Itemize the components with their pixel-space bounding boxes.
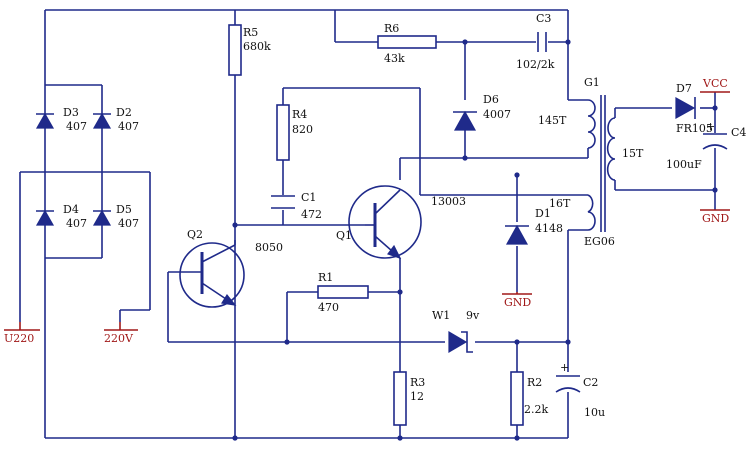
q1-value: 13003	[431, 195, 466, 208]
c1-ref: C1	[301, 191, 316, 204]
d6-ref: D6	[483, 93, 499, 106]
r3-value: 12	[410, 390, 424, 403]
q1-ref: Q1	[336, 229, 352, 242]
diode-d4: D4 407	[35, 203, 87, 230]
transistor-q1: Q1 13003	[336, 185, 466, 260]
feedback-turns: 16T	[549, 197, 571, 210]
diode-d5: D5 407	[92, 203, 139, 230]
d5-ref: D5	[116, 203, 132, 216]
gnd-d1: GND	[502, 292, 532, 309]
diode-d6: D6 4007	[453, 93, 511, 131]
w1-value: 9v	[466, 309, 480, 322]
port-gnd-out-label: GND	[702, 212, 729, 225]
resistor-r1: R1 470	[317, 271, 369, 314]
diode-d3: D3 407	[35, 106, 87, 133]
r2-value: 2.2k	[524, 403, 548, 416]
port-220v: 220V	[104, 322, 138, 345]
r6-value: 43k	[384, 52, 405, 65]
d1-ref: D1	[535, 207, 551, 220]
resistor-r4: R4 820	[276, 104, 313, 161]
transistor-q2: Q2 8050	[179, 228, 283, 308]
d4-value: 407	[66, 217, 87, 230]
d7-value: FR105	[676, 122, 713, 135]
r1-value: 470	[318, 301, 339, 314]
port-vcc: VCC	[700, 77, 730, 93]
c2-polarity: +	[560, 361, 569, 374]
capacitor-c1: C1 472	[271, 191, 322, 221]
resistor-r2: R2 2.2k	[510, 371, 548, 426]
c4-polarity: +	[706, 120, 715, 133]
q2-value: 8050	[255, 241, 283, 254]
transformer-g1: G1 145T 16T 15T EG06	[538, 76, 644, 248]
d2-ref: D2	[116, 106, 132, 119]
d5-value: 407	[118, 217, 139, 230]
r3-ref: R3	[410, 376, 425, 389]
diode-d1: D1 4148	[505, 207, 563, 245]
g1-ref: G1	[584, 76, 600, 89]
wiring	[19, 9, 716, 439]
c3-ref: C3	[536, 12, 551, 25]
c4-ref: C4	[731, 126, 746, 139]
c4-value: 100uF	[666, 158, 702, 171]
junction-dots	[232, 39, 718, 441]
c2-value: 10u	[584, 406, 605, 419]
r4-ref: R4	[292, 108, 307, 121]
primary-turns: 145T	[538, 114, 567, 127]
resistor-r6: R6 43k	[377, 22, 437, 65]
c3-value: 102/2k	[516, 58, 555, 71]
port-u220-label: U220	[4, 332, 34, 345]
d3-ref: D3	[63, 106, 79, 119]
r6-ref: R6	[384, 22, 399, 35]
resistor-r5: R5 680k	[228, 24, 271, 76]
r1-ref: R1	[318, 271, 333, 284]
secondary-turns: 15T	[622, 147, 644, 160]
w1-ref: W1	[432, 309, 450, 322]
d2-value: 407	[118, 120, 139, 133]
port-u220: U220	[4, 322, 40, 345]
r2-ref: R2	[527, 376, 542, 389]
port-gnd-out: GND	[700, 209, 730, 225]
core-type: EG06	[584, 235, 615, 248]
port-vcc-label: VCC	[702, 77, 728, 90]
port-220v-label: 220V	[104, 332, 134, 345]
c1-value: 472	[301, 208, 322, 221]
capacitor-c3: C3 102/2k	[516, 12, 555, 71]
d1-value: 4148	[535, 222, 563, 235]
d3-value: 407	[66, 120, 87, 133]
gnd-d1-label: GND	[504, 296, 531, 309]
capacitor-c2: + C2 10u	[555, 361, 605, 419]
diode-d7: D7 FR105	[675, 82, 713, 135]
d7-ref: D7	[676, 82, 692, 95]
diode-d2: D2 407	[92, 106, 139, 133]
r4-value: 820	[292, 123, 313, 136]
q2-ref: Q2	[187, 228, 203, 241]
r5-ref: R5	[243, 26, 258, 39]
r5-value: 680k	[243, 40, 271, 53]
d6-value: 4007	[483, 108, 511, 121]
d4-ref: D4	[63, 203, 79, 216]
capacitor-c4: + C4 100uF	[666, 120, 746, 171]
c2-ref: C2	[583, 376, 598, 389]
resistor-r3: R3 12	[393, 371, 425, 426]
zener-w1: W1 9v	[432, 309, 480, 354]
